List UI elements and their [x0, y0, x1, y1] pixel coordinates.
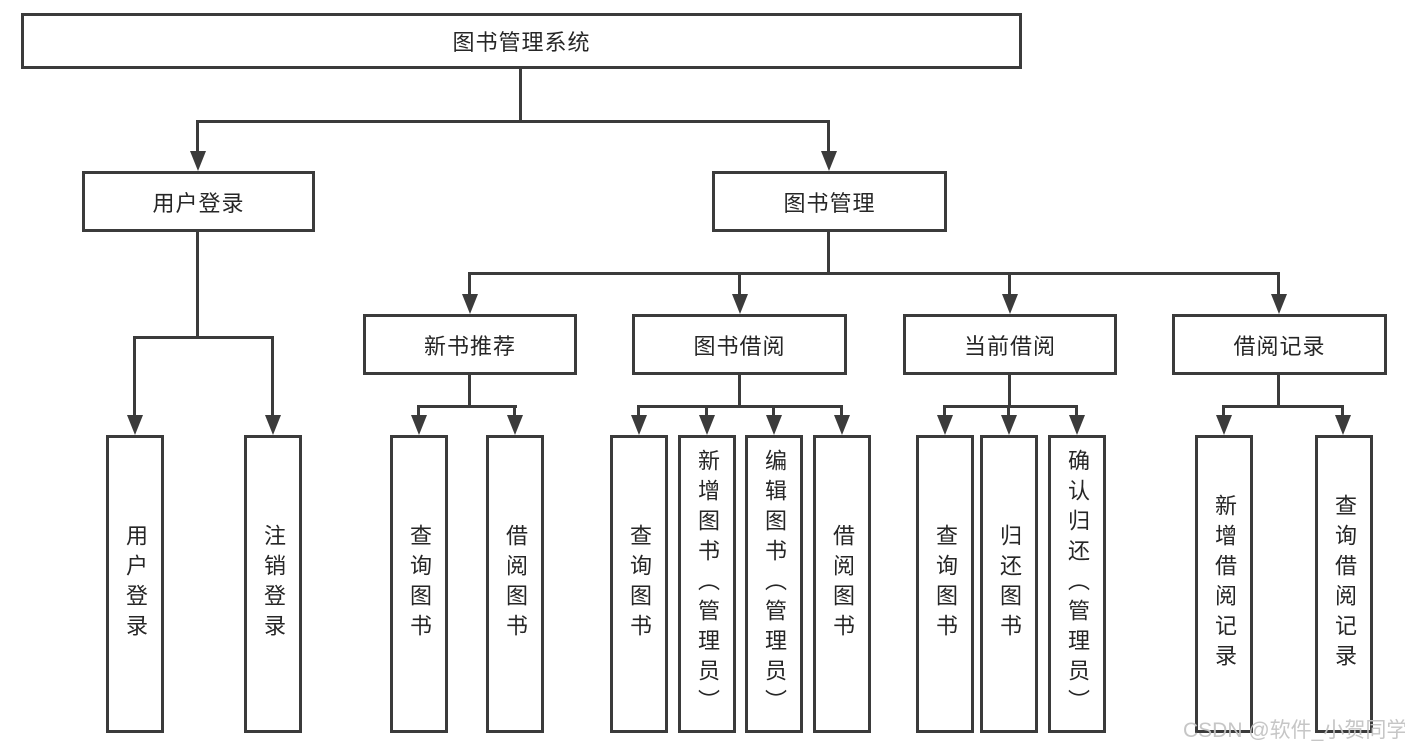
- arrowhead-login-leaf: [127, 415, 143, 435]
- arrowhead: [411, 415, 427, 435]
- leaf-label: 查询借阅记录: [1332, 494, 1357, 674]
- connector-book-borrow-stem: [738, 375, 741, 407]
- node-label: 当前借阅: [963, 333, 1056, 359]
- connector-drop-book-mgmt: [827, 120, 830, 152]
- node-book-borrowing: 图书借阅: [632, 314, 847, 375]
- leaf-cb-confirm-return-admin: 确认归还（管理员）: [1048, 435, 1106, 733]
- connector-drop-logout-leaf: [271, 336, 274, 416]
- connector-drop: [840, 405, 843, 417]
- leaf-label: 查询图书: [933, 524, 958, 644]
- connector-drop: [943, 405, 946, 417]
- connector-drop: [772, 405, 775, 417]
- connector-drop: [637, 405, 640, 417]
- connector-drop: [1222, 405, 1225, 417]
- connector-current-borrow-stem: [1008, 375, 1011, 407]
- leaf-label: 新增图书（管理员）: [695, 449, 720, 719]
- connector-drop: [1075, 405, 1078, 417]
- node-label: 新书推荐: [423, 333, 516, 359]
- connector-user-login-stem: [196, 232, 199, 339]
- node-new-book-recommend: 新书推荐: [363, 314, 577, 375]
- connector-book-mgmt-stem: [827, 232, 830, 274]
- connector-drop-borrow-record: [1277, 272, 1280, 296]
- leaf-rec-query-books: 查询图书: [390, 435, 448, 733]
- connector-drop: [705, 405, 708, 417]
- node-borrowing-records: 借阅记录: [1172, 314, 1387, 375]
- connector-current-borrow-rail: [943, 405, 1078, 408]
- leaf-label: 用户登录: [123, 524, 148, 644]
- connector-user-login-rail: [133, 336, 274, 339]
- connector-drop: [417, 405, 420, 417]
- node-current-borrowing: 当前借阅: [903, 314, 1117, 375]
- leaf-label: 确认归还（管理员）: [1065, 449, 1090, 719]
- node-user-login: 用户登录: [82, 171, 315, 232]
- connector-book-mgmt-rail: [468, 272, 1280, 275]
- leaf-bb-query-books: 查询图书: [610, 435, 668, 733]
- node-label: 图书管理系统: [452, 30, 591, 55]
- leaf-label: 借阅图书: [830, 524, 855, 644]
- leaf-bb-add-books-admin: 新增图书（管理员）: [678, 435, 736, 733]
- connector-new-book-stem: [468, 375, 471, 407]
- leaf-bb-borrow-books: 借阅图书: [813, 435, 871, 733]
- connector-drop: [1341, 405, 1344, 417]
- leaf-bb-edit-books-admin: 编辑图书（管理员）: [745, 435, 803, 733]
- connector-root-rail: [196, 120, 830, 123]
- connector-new-book-rail: [417, 405, 517, 408]
- connector-drop: [513, 405, 516, 417]
- connector-drop-user-login: [196, 120, 199, 152]
- connector-drop: [1007, 405, 1010, 417]
- node-library-management-system: 图书管理系统: [21, 13, 1022, 69]
- leaf-cb-query-books: 查询图书: [916, 435, 974, 733]
- leaf-br-add-record: 新增借阅记录: [1195, 435, 1253, 733]
- arrowhead-user-login: [190, 151, 206, 171]
- node-label: 用户登录: [152, 190, 245, 216]
- leaf-logout: 注销登录: [244, 435, 302, 733]
- connector-book-borrow-rail: [637, 405, 843, 408]
- arrowhead-borrow-record: [1271, 294, 1287, 314]
- leaf-label: 编辑图书（管理员）: [762, 449, 787, 719]
- connector-drop-current-borrow: [1008, 272, 1011, 296]
- node-label: 图书管理: [783, 190, 876, 216]
- arrowhead: [631, 415, 647, 435]
- node-label: 图书借阅: [693, 333, 786, 359]
- csdn-watermark: CSDN @软件_小贺同学: [1183, 719, 1405, 742]
- leaf-rec-borrow-books: 借阅图书: [486, 435, 544, 733]
- arrowhead-book-borrow: [732, 294, 748, 314]
- leaf-cb-return-books: 归还图书: [980, 435, 1038, 733]
- connector-drop-login-leaf: [133, 336, 136, 416]
- arrowhead: [1335, 415, 1351, 435]
- node-label: 借阅记录: [1233, 333, 1326, 359]
- connector-root-stem: [519, 68, 522, 122]
- leaf-label: 查询图书: [407, 524, 432, 644]
- arrowhead-book-mgmt: [821, 151, 837, 171]
- leaf-label: 新增借阅记录: [1212, 494, 1237, 674]
- leaf-label: 查询图书: [627, 524, 652, 644]
- connector-borrow-record-rail: [1222, 405, 1344, 408]
- arrowhead: [1069, 415, 1085, 435]
- connector-drop-new-book: [468, 272, 471, 296]
- arrowhead: [1001, 415, 1017, 435]
- arrowhead: [507, 415, 523, 435]
- leaf-label: 注销登录: [261, 524, 286, 644]
- arrowhead: [766, 415, 782, 435]
- arrowhead: [1216, 415, 1232, 435]
- arrowhead: [834, 415, 850, 435]
- leaf-br-query-record: 查询借阅记录: [1315, 435, 1373, 733]
- leaf-label: 归还图书: [997, 524, 1022, 644]
- arrowhead: [699, 415, 715, 435]
- arrowhead-current-borrow: [1002, 294, 1018, 314]
- connector-borrow-record-stem: [1277, 375, 1280, 407]
- arrowhead-logout-leaf: [265, 415, 281, 435]
- arrowhead: [937, 415, 953, 435]
- arrowhead-new-book: [462, 294, 478, 314]
- node-book-management: 图书管理: [712, 171, 947, 232]
- leaf-user-login: 用户登录: [106, 435, 164, 733]
- leaf-label: 借阅图书: [503, 524, 528, 644]
- connector-drop-book-borrow: [738, 272, 741, 296]
